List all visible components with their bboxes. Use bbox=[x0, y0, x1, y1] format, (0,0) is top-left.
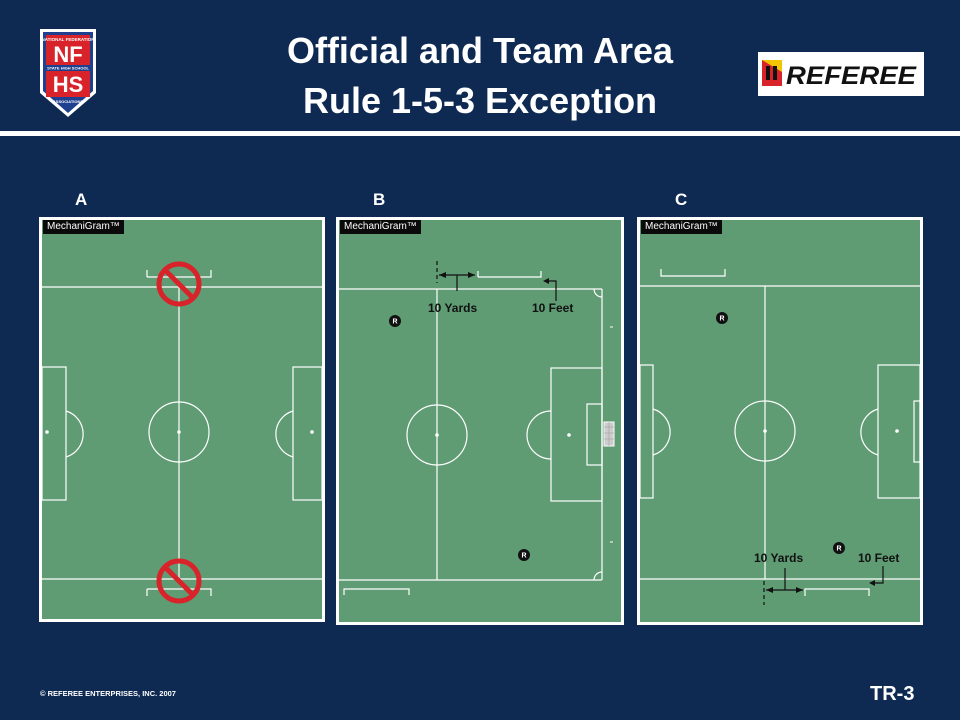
nfhs-bottom-text: ASSOCIATIONS bbox=[53, 99, 83, 104]
referee-logo: REFEREE bbox=[758, 52, 924, 101]
mechanigram-label: MechaniGram™ bbox=[340, 220, 421, 234]
penalty-arc-right bbox=[860, 408, 879, 456]
panel-a-letter: A bbox=[75, 190, 88, 209]
ten-feet-label: 10 Feet bbox=[532, 301, 573, 315]
copyright-text: © REFEREE ENTERPRISES, INC. 2007 bbox=[40, 689, 176, 698]
svg-text:R: R bbox=[719, 316, 724, 323]
slide-id: TR-3 bbox=[870, 683, 915, 705]
team-area-top bbox=[146, 270, 212, 278]
team-area-bottom bbox=[146, 588, 212, 596]
nfhs-band-text: STATE HIGH SCHOOL bbox=[47, 66, 89, 71]
title-line-2: Rule 1-5-3 Exception bbox=[302, 80, 658, 121]
mechanigram-label: MechaniGram™ bbox=[641, 220, 722, 234]
title-line-1: Official and Team Area bbox=[286, 30, 674, 71]
ten-yards-label: 10 Yards bbox=[754, 551, 803, 565]
svg-text:R: R bbox=[521, 553, 526, 560]
nfhs-top-text: NATIONAL FEDERATION bbox=[42, 37, 95, 42]
mechanigram-label: MechaniGram™ bbox=[43, 220, 124, 234]
team-area-top bbox=[477, 271, 542, 278]
ten-yards-label: 10 Yards bbox=[428, 301, 477, 315]
referee-marker: R bbox=[518, 549, 530, 561]
corner-arc bbox=[593, 288, 603, 298]
referee-marker: R bbox=[389, 315, 401, 327]
prohibited-icon bbox=[156, 558, 202, 604]
team-area-bottom bbox=[804, 588, 870, 596]
center-circle bbox=[406, 404, 468, 466]
penalty-arc bbox=[526, 410, 552, 460]
prohibited-icon bbox=[156, 261, 202, 307]
penalty-arc-left bbox=[65, 410, 84, 458]
corner-arc bbox=[593, 571, 603, 581]
center-circle bbox=[734, 400, 796, 462]
nfhs-letters-top: NF bbox=[53, 42, 82, 67]
nfhs-letters-bottom: HS bbox=[53, 72, 84, 97]
goal-area bbox=[586, 403, 603, 466]
ten-feet-label: 10 Feet bbox=[858, 551, 899, 565]
field-diagram-b: 10 Yards 10 Feet R R MechaniGram™ bbox=[336, 217, 624, 630]
nfhs-logo: NATIONAL FEDERATION NF STATE HIGH SCHOOL… bbox=[38, 27, 98, 124]
field-diagram-a: MechaniGram™ bbox=[39, 217, 325, 627]
referee-marker: R bbox=[833, 542, 845, 554]
team-area-top bbox=[660, 269, 726, 277]
penalty-arc-right bbox=[275, 410, 294, 458]
referee-logo-text: REFEREE bbox=[786, 62, 917, 90]
field-diagram-c: 10 Yards 10 Feet R R MechaniGram™ bbox=[637, 217, 923, 630]
penalty-arc-left bbox=[652, 408, 671, 456]
svg-text:R: R bbox=[836, 546, 841, 553]
penalty-area-left bbox=[41, 366, 67, 501]
panel-c-letter: C bbox=[675, 190, 688, 209]
team-area-bottom bbox=[343, 588, 410, 595]
referee-marker: R bbox=[716, 312, 728, 324]
header-divider bbox=[0, 131, 960, 136]
center-circle bbox=[148, 401, 210, 463]
svg-text:R: R bbox=[392, 319, 397, 326]
penalty-area-left bbox=[639, 364, 654, 499]
goal-area-right bbox=[913, 400, 921, 463]
panel-b-letter: B bbox=[373, 190, 386, 209]
penalty-area-right bbox=[292, 366, 323, 501]
